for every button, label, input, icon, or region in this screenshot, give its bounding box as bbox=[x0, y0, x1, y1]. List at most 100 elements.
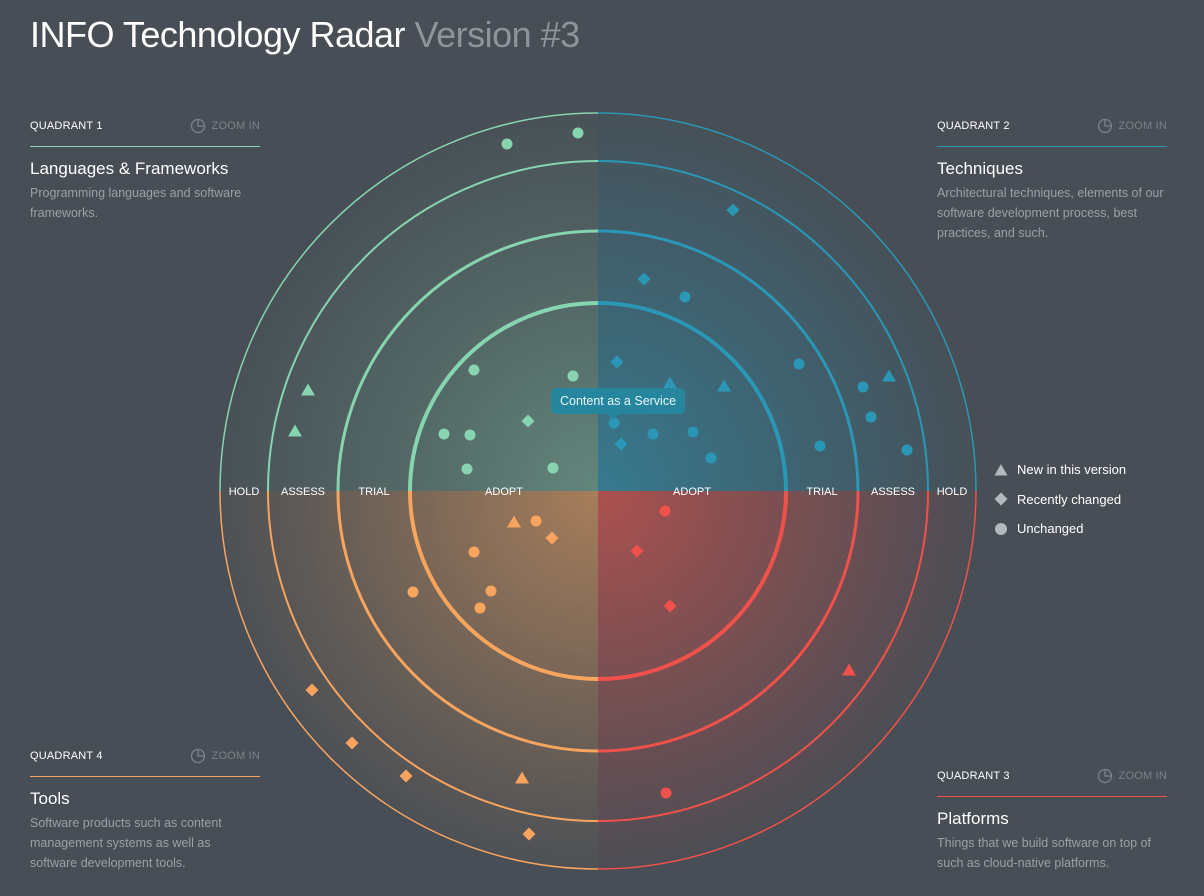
ring-arcs bbox=[219, 112, 977, 870]
blip-triangle[interactable] bbox=[663, 376, 677, 389]
blip-circle[interactable] bbox=[501, 138, 513, 150]
quadrant-4-zoom-button[interactable]: ZOOM IN bbox=[190, 748, 260, 764]
triangle-icon bbox=[994, 463, 1008, 476]
quadrant-3-zoom-button[interactable]: ZOOM IN bbox=[1097, 768, 1167, 784]
pie-chart-icon bbox=[190, 748, 205, 764]
page-title-main: INFO Technology Radar bbox=[30, 14, 406, 55]
blip-diamond[interactable] bbox=[610, 355, 624, 369]
quadrant-4-zoom-label: ZOOM IN bbox=[211, 750, 260, 762]
blip-circle[interactable] bbox=[814, 440, 826, 452]
legend-item-changed[interactable]: Recently changed bbox=[993, 485, 1126, 515]
blip-circle[interactable] bbox=[572, 127, 584, 139]
blip-diamond[interactable] bbox=[663, 599, 677, 613]
blip-circle[interactable] bbox=[485, 585, 497, 597]
blip-circle[interactable] bbox=[659, 505, 671, 517]
ring-arc-q1-hold bbox=[219, 112, 599, 492]
quadrant-4-header: QUADRANT 4 ZOOM IN bbox=[30, 748, 260, 777]
blip-diamond[interactable] bbox=[726, 203, 740, 217]
ring-arc-q3-trial bbox=[597, 490, 860, 753]
blip-circle[interactable] bbox=[461, 463, 473, 475]
legend-item-unchanged[interactable]: Unchanged bbox=[993, 514, 1126, 544]
blip-circle[interactable] bbox=[438, 428, 450, 440]
quadrant-1-zoom-button[interactable]: ZOOM IN bbox=[190, 118, 260, 134]
quadrant-4-sector[interactable] bbox=[220, 491, 598, 869]
blip-circle[interactable] bbox=[865, 411, 877, 423]
blip-diamond[interactable] bbox=[630, 544, 644, 558]
blip-diamond[interactable] bbox=[521, 414, 535, 428]
blip-triangle[interactable] bbox=[301, 383, 315, 396]
blip-circle[interactable] bbox=[407, 586, 419, 598]
legend-label-unchanged: Unchanged bbox=[1017, 521, 1084, 537]
blip-circle[interactable] bbox=[474, 602, 486, 614]
circle-icon bbox=[995, 522, 1007, 535]
blip-diamond[interactable] bbox=[545, 531, 559, 545]
quadrant-2-name: Techniques bbox=[937, 159, 1024, 178]
quadrant-sectors bbox=[220, 113, 976, 869]
blip-diamond[interactable] bbox=[305, 683, 319, 697]
ring-arc-q4-assess bbox=[267, 490, 599, 822]
ring-arc-q3-adopt bbox=[597, 490, 788, 681]
quadrant-2-zoom-button[interactable]: ZOOM IN bbox=[1097, 118, 1167, 134]
quadrant-1-sector[interactable] bbox=[220, 113, 598, 491]
legend-item-new[interactable]: New in this version bbox=[993, 455, 1126, 485]
blip-circle[interactable] bbox=[468, 546, 480, 558]
ring-label-hold-left: HOLD bbox=[229, 486, 260, 498]
blip-circle[interactable] bbox=[608, 417, 620, 429]
pie-chart-icon bbox=[190, 118, 205, 134]
blip-diamond[interactable] bbox=[345, 736, 359, 750]
quadrant-2-zoom-label: ZOOM IN bbox=[1118, 120, 1167, 132]
page-title: INFO Technology Radar Version #3 bbox=[30, 14, 580, 56]
pie-chart-icon bbox=[1097, 118, 1112, 134]
blip-circle[interactable] bbox=[793, 358, 805, 370]
blip-circle[interactable] bbox=[547, 462, 559, 474]
diamond-icon bbox=[994, 492, 1008, 506]
blip-circle[interactable] bbox=[647, 428, 659, 440]
quadrant-1-description: Programming languages and software frame… bbox=[30, 186, 242, 220]
quadrant-2-label: QUADRANT 2 bbox=[937, 120, 1010, 132]
legend-label-changed: Recently changed bbox=[1017, 491, 1122, 507]
blip-diamond[interactable] bbox=[637, 272, 651, 286]
blip-circle[interactable] bbox=[687, 426, 699, 438]
ring-arc-q2-hold bbox=[597, 112, 977, 492]
blips bbox=[288, 127, 913, 841]
blip-circle[interactable] bbox=[464, 429, 476, 441]
quadrant-2-header: QUADRANT 2 ZOOM IN bbox=[937, 118, 1167, 147]
ring-label-trial-left: TRIAL bbox=[358, 486, 389, 498]
quadrant-1-zoom-label: ZOOM IN bbox=[211, 120, 260, 132]
quadrant-1-label: QUADRANT 1 bbox=[30, 120, 103, 132]
ring-arc-q3-hold bbox=[597, 490, 977, 870]
legend: New in this version Recently changed Unc… bbox=[993, 455, 1126, 544]
blip-diamond[interactable] bbox=[522, 827, 536, 841]
blip-triangle[interactable] bbox=[842, 663, 856, 676]
blip-diamond[interactable] bbox=[614, 437, 628, 451]
quadrant-3-sector[interactable] bbox=[598, 491, 976, 869]
blip-circle[interactable] bbox=[567, 370, 579, 382]
blip-triangle[interactable] bbox=[515, 771, 529, 784]
blip-triangle[interactable] bbox=[882, 369, 896, 382]
ring-arc-q3-assess bbox=[597, 490, 929, 822]
quadrant-3-zoom-label: ZOOM IN bbox=[1118, 770, 1167, 782]
blip-diamond[interactable] bbox=[399, 769, 413, 783]
quadrant-1-header: QUADRANT 1 ZOOM IN bbox=[30, 118, 260, 147]
ring-arc-q2-trial bbox=[597, 229, 860, 492]
blip-circle[interactable] bbox=[901, 444, 913, 456]
ring-arc-q1-assess bbox=[267, 160, 599, 492]
quadrant-2-description: Architectural techniques, elements of ou… bbox=[937, 186, 1164, 240]
blip-circle[interactable] bbox=[679, 291, 691, 303]
ring-label-trial-right: TRIAL bbox=[806, 486, 837, 498]
quadrant-4-panel: QUADRANT 4 ZOOM IN Tools Software produc… bbox=[30, 748, 260, 873]
blip-triangle[interactable] bbox=[288, 424, 302, 437]
blip-circle[interactable] bbox=[468, 364, 480, 376]
blip-circle[interactable] bbox=[660, 787, 672, 799]
blip-circle[interactable] bbox=[857, 381, 869, 393]
blip-triangle[interactable] bbox=[717, 379, 731, 392]
blip-circle[interactable] bbox=[705, 452, 717, 464]
ring-arc-q1-adopt bbox=[408, 301, 599, 492]
quadrant-1-name: Languages & Frameworks bbox=[30, 159, 229, 178]
blip-circle[interactable] bbox=[530, 515, 542, 527]
page-title-version: Version #3 bbox=[414, 14, 581, 55]
quadrant-2-sector[interactable] bbox=[598, 113, 976, 491]
blip-triangle[interactable] bbox=[507, 515, 521, 528]
